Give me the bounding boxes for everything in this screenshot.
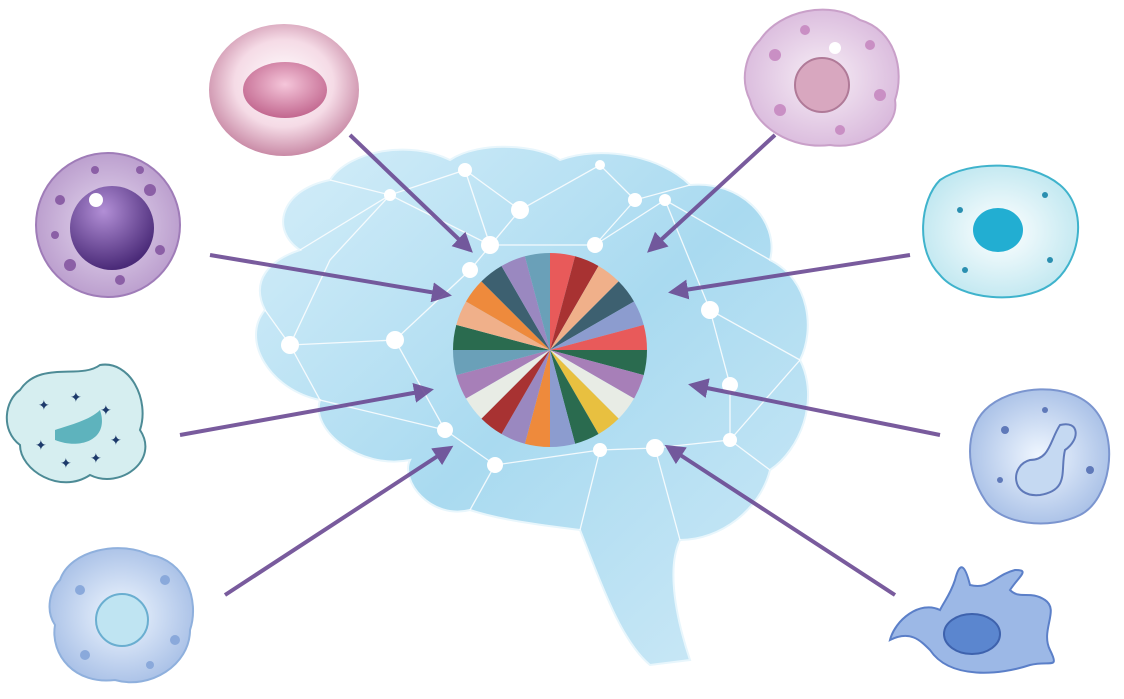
- arrow: [209, 253, 452, 303]
- svg-text:✦: ✦: [110, 432, 122, 448]
- pie-slice: [550, 350, 647, 376]
- pie-slice: [524, 253, 550, 350]
- arrow: [223, 445, 454, 597]
- monocyte-icon: [48, 547, 195, 684]
- pie-slice: [550, 350, 644, 399]
- dendritic-cell-icon: ✦ ✦ ✦ ✦ ✦ ✦ ✦: [5, 363, 147, 484]
- pie-slice: [550, 324, 647, 350]
- arrow: [664, 444, 897, 597]
- pie-slice: [524, 350, 550, 447]
- pie-slice: [453, 324, 550, 350]
- basophil-icon: [35, 152, 181, 298]
- mast-cell-icon: [743, 8, 900, 147]
- pie-slice: [456, 301, 550, 350]
- pie-slice: [550, 253, 576, 350]
- pie-slice: [481, 350, 550, 435]
- arrow: [668, 253, 911, 300]
- pie-slice: [456, 350, 550, 399]
- pie-slice: [550, 350, 599, 444]
- svg-text:✦: ✦: [100, 402, 112, 418]
- arrow: [688, 378, 941, 437]
- svg-text:✦: ✦: [35, 437, 47, 453]
- svg-text:✦: ✦: [90, 450, 102, 466]
- pie-slice: [550, 350, 619, 435]
- pie-slice: [550, 256, 599, 350]
- pie-slice: [550, 281, 635, 350]
- neutrophil-icon: [969, 388, 1111, 525]
- pie-slice: [453, 350, 550, 376]
- arrow: [348, 133, 473, 253]
- pie-slice: [465, 281, 550, 350]
- arrow: [647, 133, 777, 253]
- pie-slice: [501, 256, 550, 350]
- svg-text:✦: ✦: [70, 389, 82, 405]
- arrow: [179, 382, 434, 437]
- pie-slice: [501, 350, 550, 444]
- microglia-icon: [888, 566, 1055, 674]
- erythrocyte-icon: [209, 24, 359, 156]
- svg-text:✦: ✦: [60, 455, 72, 471]
- svg-text:✦: ✦: [38, 397, 50, 413]
- pie-slice: [550, 350, 635, 419]
- pie-slice: [465, 350, 550, 419]
- lymphocyte-icon: [922, 164, 1080, 299]
- pie-slice: [550, 350, 576, 448]
- pie-slice: [550, 265, 619, 350]
- pie-slice: [550, 301, 644, 350]
- pie-wheel: [453, 253, 647, 448]
- pie-slice: [481, 265, 550, 350]
- arrows: [179, 133, 941, 597]
